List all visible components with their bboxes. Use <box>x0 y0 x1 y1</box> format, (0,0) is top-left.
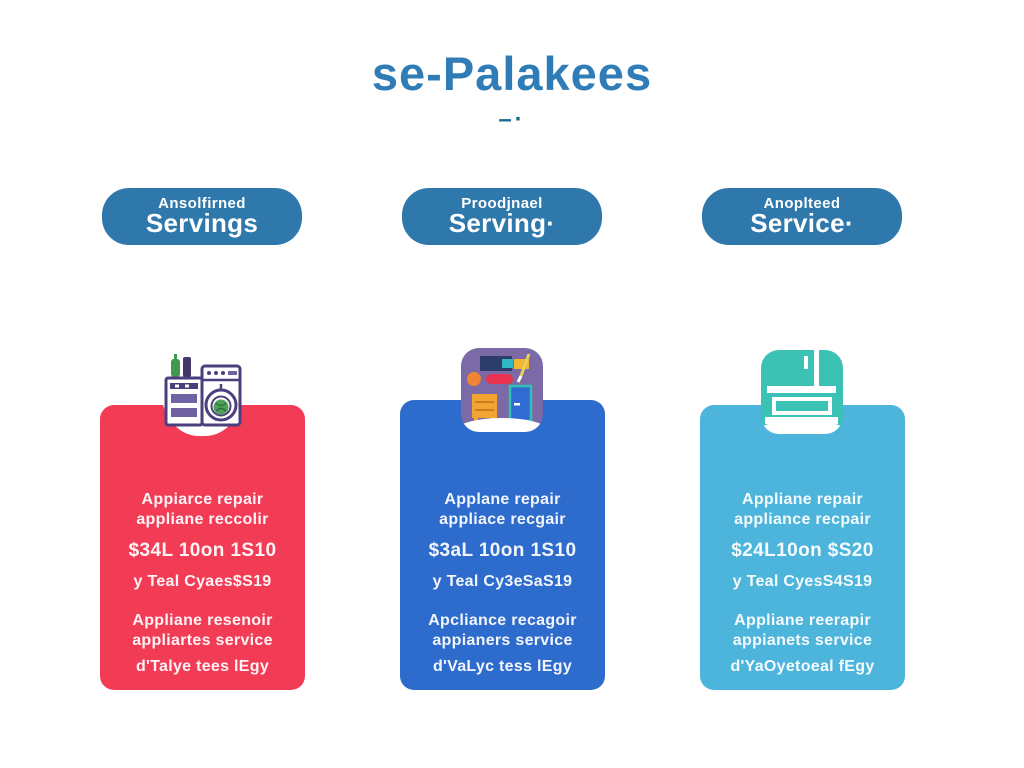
card-footer: d'YaOyetoeal fEgy <box>730 658 875 675</box>
card-line4: appliartes service <box>132 632 273 649</box>
card-line1: Appiarce repair <box>141 491 264 508</box>
pill-line1: Anoplteed <box>763 195 841 213</box>
stove-washer-appliances-icon <box>161 352 243 436</box>
press-appliance-icon <box>761 350 843 434</box>
card-line4: appianets service <box>732 632 873 649</box>
card-text-block: Appliane repair appliance recpair $24L10… <box>708 490 897 676</box>
card-subprice: y Teal CyesS4S19 <box>732 573 873 590</box>
header-pill-applied-service[interactable]: Anoplteed Service· <box>702 188 902 245</box>
card-line1: Appliane repair <box>742 491 863 508</box>
service-card-red: Appiarce repair appliane reccolir $34L 1… <box>100 405 305 690</box>
pill-line2: Service· <box>750 208 854 239</box>
title-divider-mark: –· <box>498 106 526 133</box>
card-text-block: Applane repair appliace recgair $3aL 10o… <box>408 490 597 676</box>
card-line2: appliane reccolir <box>136 511 269 528</box>
card-line4: appianers service <box>432 632 573 649</box>
icon-bottom-arc <box>461 418 543 432</box>
service-card-lightblue: Appliane repair appliance recpair $24L10… <box>700 405 905 690</box>
service-card-blue: Applane repair appliace recgair $3aL 10o… <box>400 400 605 690</box>
card-price: $34L 10on 1S10 <box>128 540 277 561</box>
icon-bottom-arc <box>761 420 843 434</box>
header-pill-professional-serving[interactable]: Proodjnael Serving· <box>402 188 602 245</box>
card-footer: d'Talye tees lEgy <box>135 658 270 675</box>
card-line1: Applane repair <box>444 491 561 508</box>
card-line2: appliance recpair <box>734 511 871 528</box>
card-price: $3aL 10on 1S10 <box>428 540 577 561</box>
header-pill-unsolved-servings[interactable]: Ansolfirned Servings <box>102 188 302 245</box>
card-text-block: Appiarce repair appliane reccolir $34L 1… <box>108 490 297 676</box>
card-line3: Apcliance recagoir <box>428 612 577 629</box>
card-subprice: y Teal Cyaes$S19 <box>133 573 272 590</box>
card-footer: d'VaLyc tess lEgy <box>432 658 573 675</box>
pill-line2: Serving· <box>448 208 556 239</box>
furniture-room-icon <box>461 348 543 432</box>
card-line2: appliace recgair <box>439 511 566 528</box>
pill-line1: Ansolfirned <box>158 195 246 213</box>
page-title: se-Palakees <box>371 47 653 100</box>
card-subprice: y Teal Cy3eSaS19 <box>432 573 573 590</box>
card-line3: Appliane resenoir <box>132 612 273 629</box>
card-line3: Appliane reerapir <box>734 612 871 629</box>
pill-line1: Proodjnael <box>461 195 543 213</box>
pill-line2: Servings <box>145 208 259 239</box>
card-price: $24L10on $S20 <box>731 540 874 561</box>
